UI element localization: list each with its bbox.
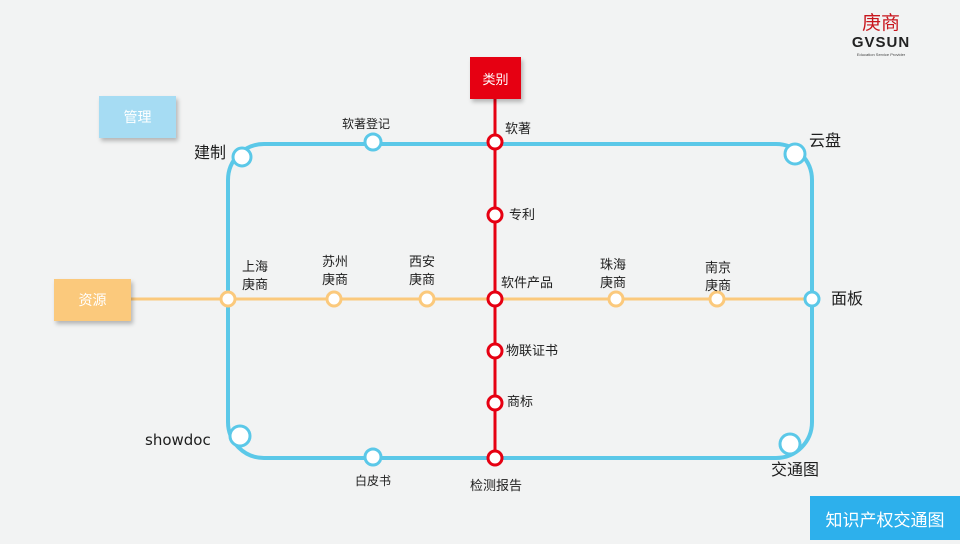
station-xian[interactable] [418,290,436,308]
station-showdoc[interactable] [228,424,252,448]
station-mianban[interactable] [803,290,821,308]
station-label-suzhou-2: 庚商 [322,272,348,288]
station-suzhou[interactable] [325,290,343,308]
station-label-xian-1: 西安 [409,255,435,270]
station-label-jianzhi: 建制 [194,143,226,162]
station-zhuhai[interactable] [607,290,625,308]
station-jiance-baogao[interactable] [486,449,504,467]
management-box[interactable]: 管理 [99,96,176,138]
station-label-jiaotongtu: 交通图 [771,460,819,479]
station-label-mianban: 面板 [831,289,863,308]
logo-brand-name: GVSUN [851,34,911,51]
resources-box[interactable]: 资源 [54,279,131,321]
station-label-shanghai-2: 庚商 [242,277,268,293]
station-label-wulian-zhengshu: 物联证书 [506,344,558,359]
station-label-zhuhai-1: 珠海 [600,258,626,273]
category-box[interactable]: 类别 [470,57,521,99]
station-nanjing[interactable] [708,290,726,308]
station-label-baipishu: 白皮书 [355,473,391,488]
station-label-ruanzhu: 软著 [505,122,531,137]
station-ruanzhu[interactable] [486,133,504,151]
station-wulian-zhengshu[interactable] [486,342,504,360]
station-shangbiao[interactable] [486,394,504,412]
diagram-title: 知识产权交通图 [810,496,960,540]
station-label-shanghai-1: 上海 [242,260,268,275]
station-label-showdoc: showdoc [145,431,211,449]
station-jianzhi[interactable] [231,146,253,168]
logo-tagline: Education Service Provider [856,52,906,57]
station-jiaotongtu[interactable] [778,432,802,456]
station-label-ruanzhu-dengji: 软著登记 [342,116,390,131]
station-shanghai[interactable] [219,290,237,308]
logo-chinese-name: 庚商 [861,12,900,34]
station-ruanzhu-dengji[interactable] [363,132,383,152]
station-label-yunpan: 云盘 [809,131,841,150]
station-zhuanli[interactable] [486,206,504,224]
station-label-zhuanli: 专利 [509,208,535,223]
gvsun-logo: 庚商 GVSUN Education Service Provider [836,12,926,62]
station-label-nanjing-1: 南京 [705,260,731,276]
station-label-zhuhai-2: 庚商 [600,275,626,291]
station-baipishu[interactable] [363,447,383,467]
station-label-nanjing-2: 庚商 [705,278,731,294]
station-ruanjian-chanpin[interactable] [486,290,504,308]
station-label-xian-2: 庚商 [409,272,435,288]
station-label-suzhou-1: 苏州 [322,254,348,270]
station-label-shangbiao: 商标 [507,395,533,410]
station-label-jiance-baogao: 检测报告 [470,479,522,494]
station-yunpan[interactable] [783,142,807,166]
station-label-ruanjian-chanpin: 软件产品 [501,276,553,291]
